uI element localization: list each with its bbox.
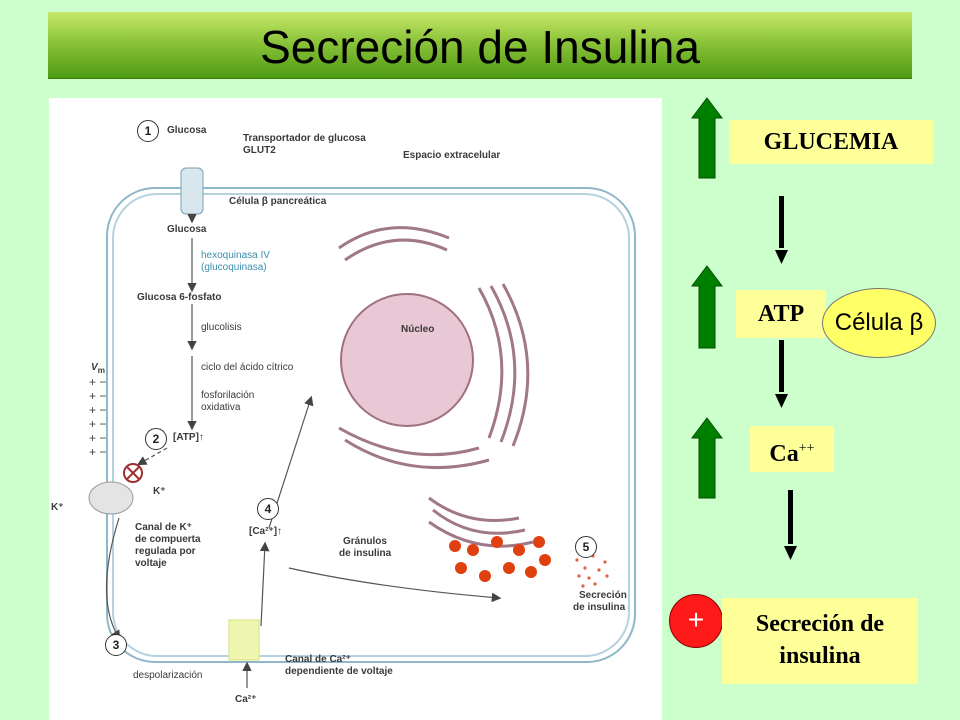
label-extracelular: Espacio extracelular — [403, 150, 501, 161]
endoplasmic-reticulum — [338, 226, 534, 548]
cell-membrane-outer — [106, 187, 636, 663]
label-glucolisis: glucolisis — [201, 322, 242, 333]
label-fosforilacion: fosforilación — [201, 390, 255, 401]
label-oxidativa: oxidativa — [201, 402, 241, 413]
label-atp: [ATP]↑ — [173, 432, 204, 443]
label-canal-k-3: regulada por — [135, 546, 196, 557]
nucleus — [340, 293, 474, 427]
label-glut2: GLUT2 — [243, 145, 276, 156]
svg-text:+ −: + − — [89, 445, 106, 459]
membrane-potential-signs: + − + − + − + − + − + − — [89, 375, 106, 459]
step-4: 4 — [257, 498, 279, 520]
step-2: 2 — [145, 428, 167, 450]
step-3: 3 — [105, 634, 127, 656]
ca-channel — [228, 619, 260, 661]
label-canal-ca-2: dependiente de voltaje — [285, 666, 393, 677]
svg-text:+ −: + − — [89, 431, 106, 445]
label-canal-k-4: voltaje — [135, 558, 167, 569]
calcium-label: Ca — [769, 441, 799, 467]
down-arrow-icon — [779, 196, 784, 248]
label-vm: Vm — [91, 362, 106, 375]
secrecion-line2: insulina — [779, 643, 861, 669]
title-bar: Secreción de Insulina — [48, 12, 912, 78]
label-hexoquinasa: hexoquinasa IV — [201, 250, 270, 261]
label-secrecion-2: de insulina — [573, 602, 626, 613]
calcium-charge: ++ — [798, 441, 815, 456]
up-arrow-icon — [691, 97, 723, 179]
label-nucleo: Núcleo — [401, 324, 435, 335]
svg-text:+ −: + − — [89, 417, 106, 431]
label-glucoquinasa: (glucoquinasa) — [201, 262, 267, 273]
diagram-panel: + − + − + − + − + − + − — [49, 98, 662, 720]
label-glucosa-top: Glucosa — [167, 125, 207, 136]
up-arrow-icon — [691, 265, 723, 349]
atp-box: ATP — [736, 290, 826, 338]
label-canal-k-1: Canal de K⁺ — [135, 522, 192, 533]
insulin-granules — [449, 536, 551, 582]
svg-text:+ −: + − — [89, 403, 106, 417]
secrecion-line1: Secreción de — [755, 611, 885, 637]
label-glucosa: Glucosa — [167, 224, 207, 235]
step-1: 1 — [137, 120, 159, 142]
down-arrow-icon — [779, 340, 784, 392]
label-ciclo: ciclo del ácido cítrico — [201, 362, 294, 373]
label-glucosa6p: Glucosa 6-fosfato — [137, 292, 222, 303]
label-ca-int: [Ca²⁺]↑ — [249, 526, 283, 537]
label-ca-ext: Ca²⁺ — [235, 694, 257, 705]
secrecion-box: Secreción de insulina — [722, 598, 918, 684]
slide-title: Secreción de Insulina — [260, 21, 700, 73]
plus-icon: + — [669, 594, 723, 648]
step-5: 5 — [575, 536, 597, 558]
label-canal-k-2: de compuerta — [135, 534, 201, 545]
label-kplus: K⁺ — [153, 486, 166, 497]
calcium-box: Ca++ — [750, 426, 834, 472]
down-arrow-icon — [788, 490, 793, 544]
label-transporter: Transportador de glucosa — [243, 133, 366, 144]
label-celula: Célula β pancreática — [229, 196, 327, 207]
cell-membrane-inner — [112, 193, 630, 657]
glucemia-box: GLUCEMIA — [729, 120, 933, 164]
beta-cell-diagram: + − + − + − + − + − + − — [88, 167, 636, 688]
svg-text:+ −: + − — [89, 375, 106, 389]
label-granulos-2: de insulina — [339, 548, 392, 559]
k-channel — [88, 481, 134, 515]
up-arrow-icon — [691, 417, 723, 499]
label-granulos-1: Gránulos — [343, 536, 387, 547]
label-secrecion-1: Secreción — [579, 590, 627, 601]
inhibit-icon — [123, 463, 143, 483]
svg-text:+ −: + − — [89, 389, 106, 403]
label-canal-ca-1: Canal de Ca²⁺ — [285, 654, 351, 665]
celula-beta-ellipse: Célula β — [822, 288, 936, 358]
secreted-insulin — [575, 554, 609, 588]
label-k-out: K⁺ — [51, 502, 64, 513]
label-despolarizacion: despolarización — [133, 670, 203, 681]
